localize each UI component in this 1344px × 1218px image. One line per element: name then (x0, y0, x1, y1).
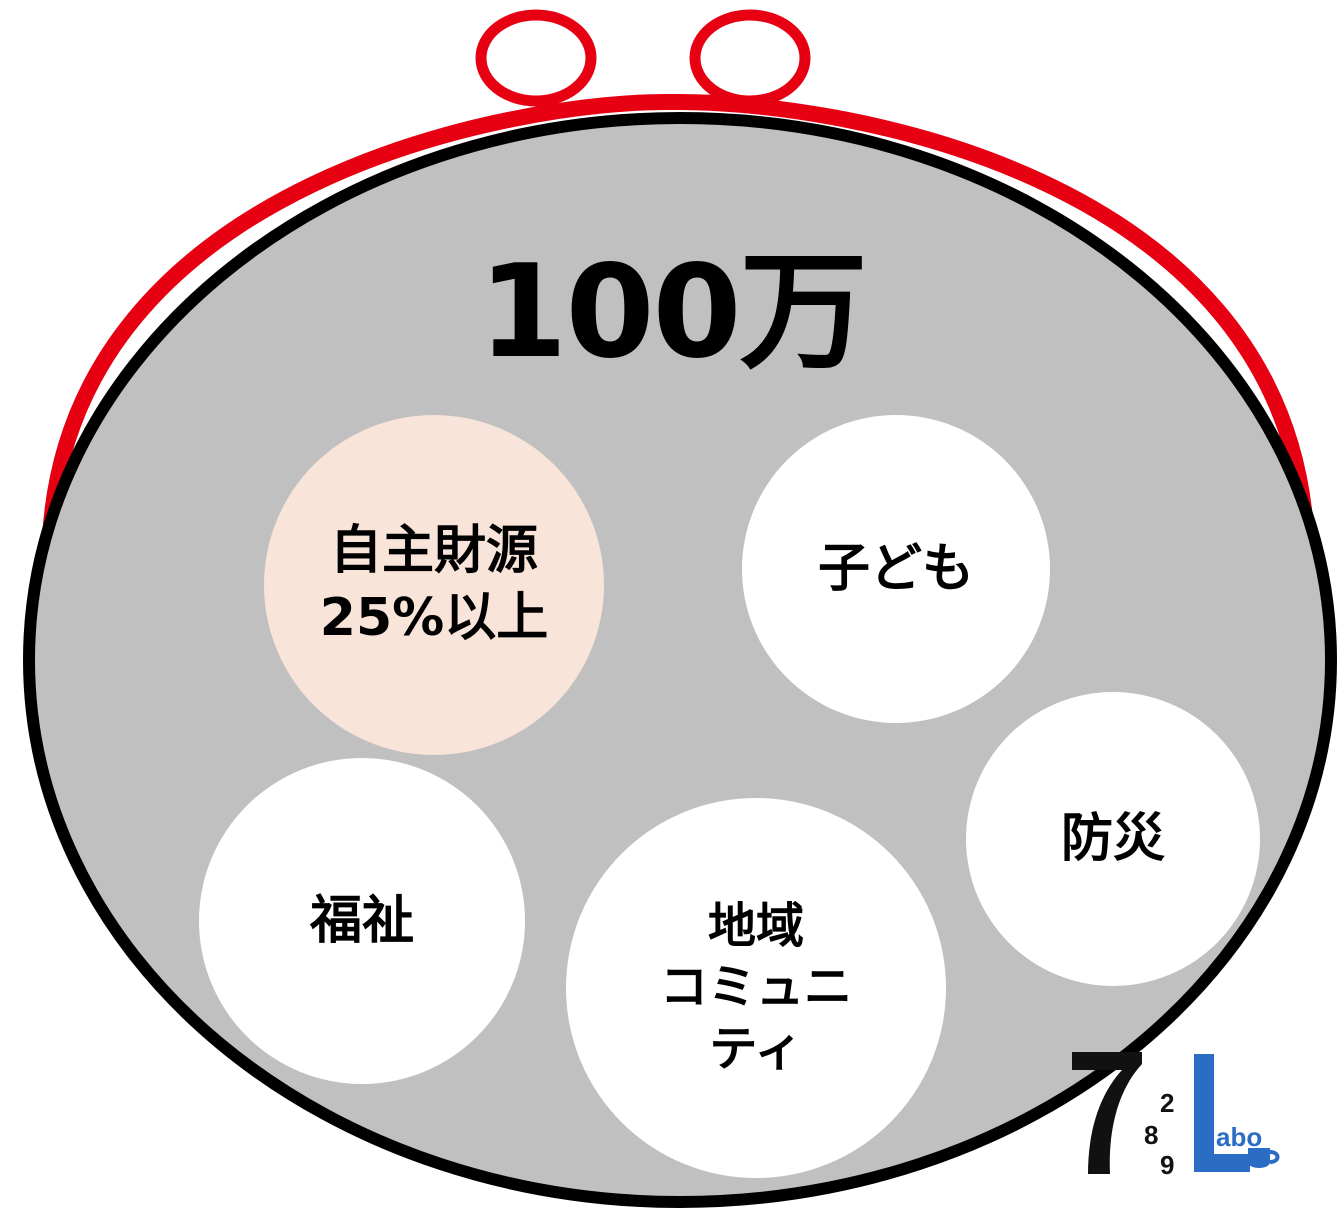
letter-l-icon (1194, 1054, 1280, 1172)
bubble-community: 地域 コミュニ ティ (566, 798, 946, 1178)
total-amount: 100万 (478, 238, 867, 387)
bubble-children-label: 子ども (817, 538, 974, 599)
clasp-loop-right (689, 9, 811, 107)
logo: 2 8 9 abo (1068, 1050, 1290, 1186)
cup-icon (1248, 1148, 1280, 1168)
seven-glyph-icon (1072, 1052, 1142, 1174)
bubble-disaster-label: 防災 (1060, 808, 1165, 869)
bubble-children: 子ども (742, 415, 1050, 723)
bubble-own-revenue: 自主財源 25%以上 (264, 415, 604, 755)
logo-digit-9: 9 (1160, 1150, 1175, 1180)
clasp-frame (42, 93, 1314, 539)
logo-digit-2: 2 (1160, 1088, 1175, 1118)
bubble-welfare-label: 福祉 (309, 890, 414, 951)
bubble-own-revenue-label: 自主財源 25%以上 (319, 521, 549, 648)
logo-text: abo (1216, 1122, 1263, 1152)
bubble-community-label: 地域 コミュニ ティ (659, 897, 852, 1077)
bubble-welfare: 福祉 (199, 758, 525, 1084)
clasp-loop-left (475, 9, 597, 107)
logo-digit-8: 8 (1144, 1120, 1159, 1150)
bubble-disaster: 防災 (966, 692, 1260, 986)
